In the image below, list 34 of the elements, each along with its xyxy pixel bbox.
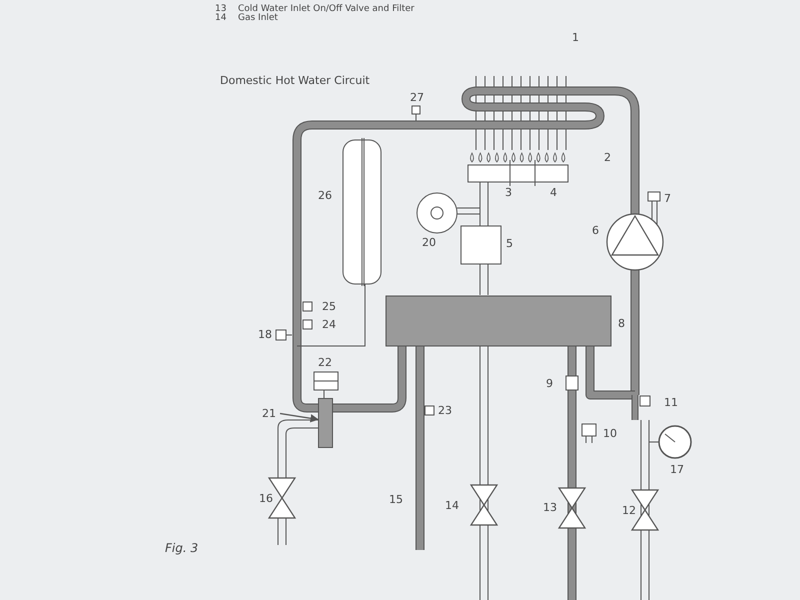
callout-number: 20 — [422, 237, 436, 248]
key-text: Cold Water Inlet On/Off Valve and Filter — [238, 5, 414, 14]
callout-number: 2 — [604, 152, 611, 163]
callout-number: 12 — [622, 505, 636, 516]
callout-number: 21 — [262, 407, 278, 420]
callout-number: 1 — [572, 32, 579, 43]
callout-number: 24 — [322, 319, 336, 330]
callout-number: 26 — [318, 190, 332, 201]
arrow — [280, 412, 319, 422]
figure-caption: Fig. 3 — [165, 542, 198, 554]
callout-number: 15 — [389, 494, 403, 505]
callout-number: 17 — [670, 464, 684, 475]
callout-number: 3 — [505, 187, 512, 198]
callout-number: 10 — [603, 428, 617, 439]
callout-number: 25 — [322, 301, 336, 312]
callout-number: 7 — [664, 193, 671, 204]
callout-number: 5 — [506, 238, 513, 249]
callout-number: 27 — [410, 92, 424, 103]
diverter-valve — [318, 398, 333, 448]
callout-number: 14 — [445, 500, 459, 511]
callout-number: 8 — [618, 318, 625, 329]
callout-number: 6 — [592, 225, 599, 236]
callout-number: 11 — [664, 397, 678, 408]
key-number: 14 — [215, 14, 226, 23]
key-text: Gas Inlet — [238, 14, 278, 23]
callout-number: 13 — [543, 502, 557, 513]
diagram-title: Domestic Hot Water Circuit — [220, 75, 370, 86]
callout-number: 9 — [546, 378, 553, 389]
callout-number: 16 — [259, 493, 273, 504]
callout-number: 22 — [318, 357, 332, 368]
key-number: 13 — [215, 5, 226, 14]
callout-number: 23 — [438, 405, 452, 416]
callout-number: 4 — [550, 187, 557, 198]
callout-number: 18 — [258, 329, 272, 340]
